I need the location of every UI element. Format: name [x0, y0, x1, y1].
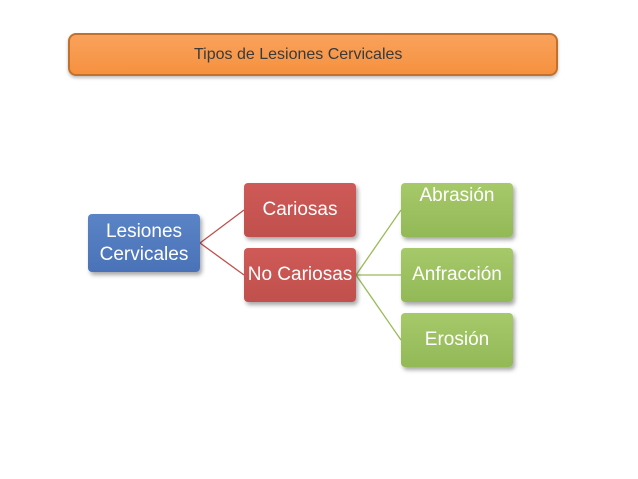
- node-root-line2: Cervicales: [99, 244, 189, 265]
- node-erosion: Erosión: [401, 313, 513, 367]
- node-anfraccion-label: Anfracción: [412, 264, 502, 285]
- connector-nocariosas-erosion: [355, 274, 402, 341]
- node-abrasion-label: Abrasión: [419, 185, 495, 206]
- connector-nocariosas-abrasion: [355, 209, 402, 276]
- node-erosion-label: Erosión: [424, 329, 490, 350]
- node-anfraccion: Anfracción: [401, 248, 513, 302]
- node-no-cariosas: No Cariosas: [244, 248, 356, 302]
- connector-root-nocariosas: [199, 242, 245, 276]
- node-cariosas: Cariosas: [244, 183, 356, 237]
- connector-root-cariosas: [199, 209, 245, 244]
- node-cariosas-label: Cariosas: [262, 199, 338, 220]
- node-no-cariosas-label: No Cariosas: [247, 264, 353, 285]
- node-lesiones-cervicales: Lesiones Cervicales: [88, 214, 200, 272]
- node-abrasion: Abrasión: [401, 183, 513, 237]
- node-root-line1: Lesiones: [105, 221, 183, 242]
- diagram-title: Tipos de Lesiones Cervicales: [194, 46, 403, 63]
- title-banner: Tipos de Lesiones Cervicales: [68, 33, 558, 76]
